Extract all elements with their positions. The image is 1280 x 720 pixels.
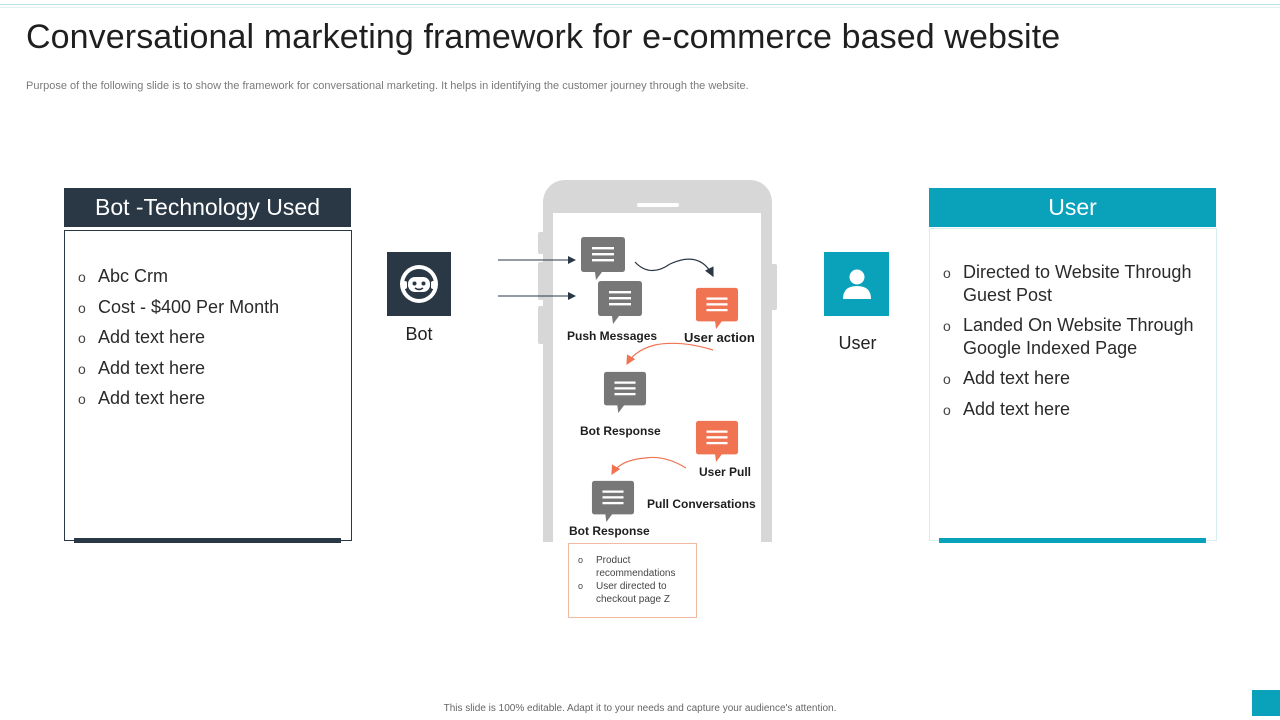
phone-side-button <box>538 232 544 254</box>
bot-response-label: Bot Response <box>569 524 650 538</box>
bullet-icon: o <box>78 269 86 285</box>
phone-side-button <box>538 306 544 344</box>
push-messages-label: Push Messages <box>567 329 658 343</box>
bot-response-label: Bot Response <box>580 424 661 438</box>
bullet-icon: o <box>943 265 951 281</box>
user-icon <box>824 252 889 316</box>
bot-technology-header: Bot -Technology Used <box>64 188 351 227</box>
corner-accent <box>1252 690 1280 716</box>
chat-bubble-icon <box>591 480 635 523</box>
bullet-icon: o <box>78 360 86 377</box>
product-outcomes-box <box>568 543 697 618</box>
pull-conversations-label: Pull Conversations <box>647 497 756 511</box>
bullet-icon: o <box>578 581 584 591</box>
chat-bubble-icon <box>581 237 625 280</box>
user-header: User <box>929 188 1216 227</box>
phone-speaker <box>637 203 679 207</box>
bot-technology-bottom-bar <box>74 538 341 543</box>
robot-icon <box>387 252 451 316</box>
bullet-icon: o <box>78 299 86 316</box>
chat-bubble-icon <box>603 371 647 414</box>
chat-bubble-icon <box>598 281 642 324</box>
bullet-icon: o <box>78 391 86 407</box>
chat-bubble-icon <box>695 420 739 463</box>
slide-subtitle: Purpose of the following slide is to sho… <box>26 80 749 92</box>
user-action-label: User action <box>684 330 755 345</box>
phone-side-button <box>771 264 777 310</box>
top-rule-secondary <box>0 7 1280 8</box>
phone-side-button <box>538 262 544 300</box>
bullet-icon: o <box>78 330 86 346</box>
bot-label: Bot <box>405 324 433 344</box>
user-pull-label: User Pull <box>699 465 752 479</box>
user-bottom-bar <box>939 538 1206 543</box>
bullet-icon: o <box>943 401 951 418</box>
bullet-icon: o <box>578 555 584 565</box>
user-label: User <box>838 333 877 353</box>
slide-title: Conversational marketing framework for e… <box>26 18 1061 56</box>
chat-bubble-icon <box>695 287 739 330</box>
slide-footer: This slide is 100% editable. Adapt it to… <box>443 703 837 714</box>
bullet-icon: o <box>943 318 951 334</box>
top-rule <box>0 4 1280 5</box>
bullet-icon: o <box>943 371 951 387</box>
